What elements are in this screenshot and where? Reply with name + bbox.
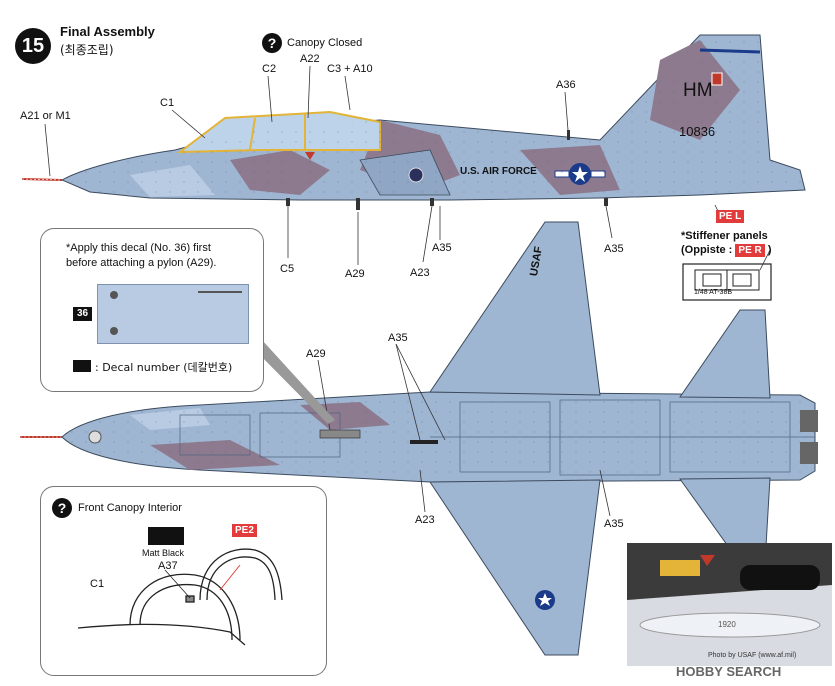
tank-marking: 1920 (718, 620, 736, 629)
label-a22: A22 (300, 53, 320, 65)
photo-credit: Photo by USAF (www.af.mil) (708, 652, 797, 659)
label-a23-side: A23 (410, 267, 430, 279)
wing-lower (429, 479, 601, 656)
stabilizer-upper (679, 309, 771, 399)
step-subtitle: (최종조립) (60, 43, 114, 57)
label-c2: C2 (262, 63, 277, 75)
canopy-closed-label: Canopy Closed (287, 37, 363, 49)
label-a35-bottom-2: A35 (604, 518, 624, 530)
canopy-interior-box (40, 486, 327, 676)
label-a29-bottom: A29 (306, 348, 326, 360)
pe-r-tag: PE R (735, 244, 765, 257)
callout-pointer (255, 340, 335, 424)
step-title: Final Assembly (60, 24, 155, 39)
pe-plate (682, 204, 772, 301)
pe2-tag: PE2 (232, 524, 257, 537)
decal-instruction-line2: before attaching a pylon (A29). (66, 257, 217, 269)
wing-upper (429, 221, 601, 396)
stiffener-note-text: (Oppiste : (681, 244, 733, 256)
watermark: HOBBY SEARCH (676, 664, 782, 679)
bottom-view-aircraft (20, 221, 818, 656)
stiffener-note-line2: (Oppiste : PE R ) (681, 243, 771, 257)
label-a21-m1: A21 or M1 (20, 110, 71, 122)
label-a35-bottom-1: A35 (388, 332, 408, 344)
reference-photo (627, 543, 832, 666)
tail-code-hm: HM (683, 80, 713, 101)
label-a35-side-2: A35 (604, 243, 624, 255)
label-a23-bottom: A23 (415, 514, 435, 526)
label-a35-side-1: A35 (432, 242, 452, 254)
label-c3-a10: C3 + A10 (327, 63, 373, 75)
canopy-interior-title: Front Canopy Interior (78, 502, 182, 514)
fuselage-marking: U.S. AIR FORCE (460, 166, 537, 177)
label-a29-side: A29 (345, 268, 365, 280)
decal-panel (97, 284, 249, 344)
label-a37: A37 (158, 560, 178, 572)
decal-legend-swatch (73, 360, 91, 372)
decal-instruction: *Apply this decal (No. 36) first before … (66, 241, 216, 271)
step-number-badge: 15 (15, 28, 51, 64)
question-icon: ? (262, 33, 282, 53)
decal-number-36: 36 (73, 307, 93, 321)
canopy-interior-drawing (77, 548, 283, 646)
tail-serial: 10836 (679, 124, 716, 139)
side-view-aircraft (21, 34, 806, 210)
stiffener-note-line1: *Stiffener panels (681, 230, 768, 242)
matt-black-swatch (148, 527, 184, 545)
matt-black-label: Matt Black (142, 548, 185, 558)
decal-callout-box: *Apply this decal (No. 36) first before … (40, 228, 264, 392)
question-icon-2: ? (52, 498, 72, 518)
label-a36: A36 (556, 79, 576, 91)
stiffener-note-close: ) (767, 244, 772, 256)
pe-plate-text: 1/48 AT-38B (694, 289, 733, 296)
pylon-a29 (319, 429, 361, 439)
label-c5: C5 (280, 263, 295, 275)
decal-legend-text: : Decal number (데칼번호) (95, 361, 233, 374)
side-leader-lines (44, 65, 613, 265)
decal-instruction-line1: *Apply this decal (No. 36) first (66, 242, 211, 254)
label-c1-interior: C1 (90, 578, 105, 590)
label-c1: C1 (160, 97, 175, 109)
pe-l-tag: PE L (716, 210, 745, 223)
